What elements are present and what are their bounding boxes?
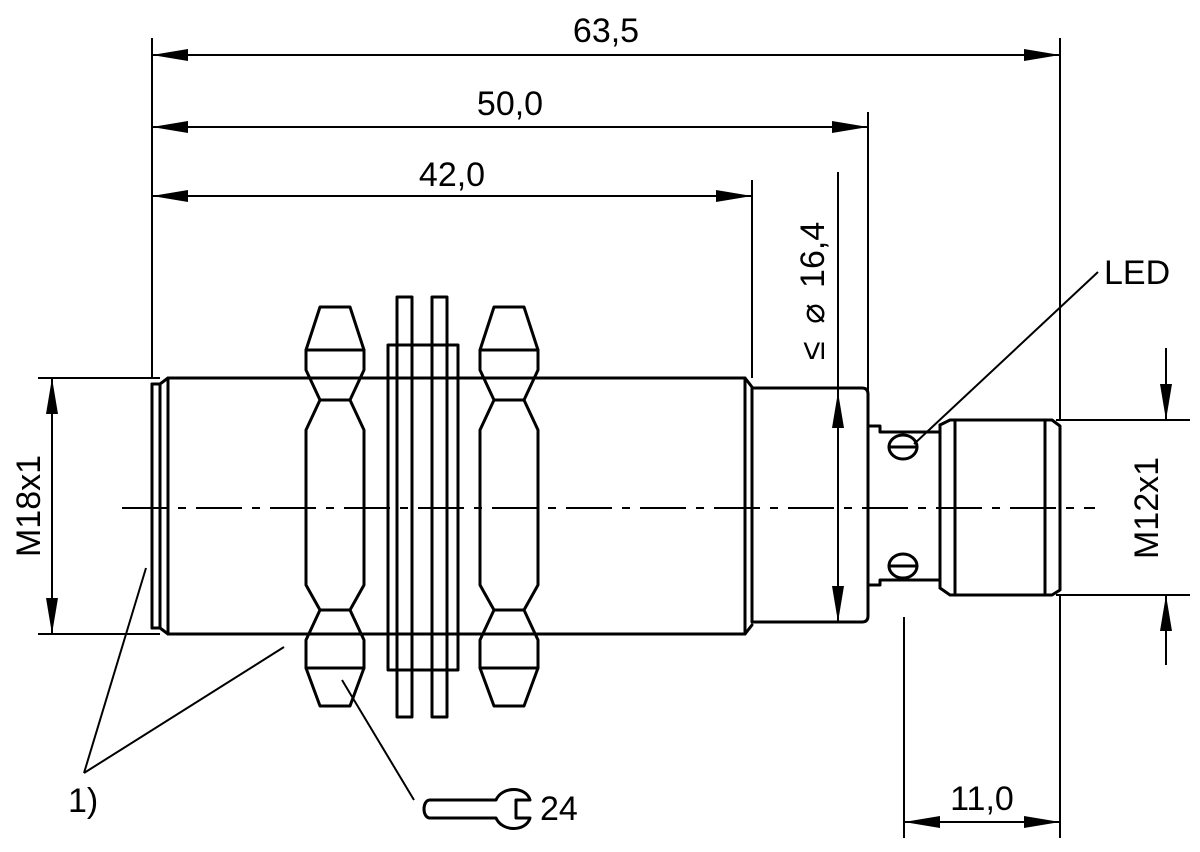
hex-nut-left — [304, 305, 366, 708]
diameter-label: 16,4 — [794, 222, 832, 288]
led-label: LED — [1104, 254, 1170, 292]
thread-length-label: 42,0 — [419, 156, 485, 194]
dimension-body-length: 50,0 — [152, 85, 868, 133]
extension-lines — [38, 38, 1190, 838]
connector-thread-label: M12x1 — [1128, 457, 1166, 559]
callout-wrench: 24 — [341, 679, 578, 830]
hex-nut-right — [478, 305, 540, 708]
dimension-diameter: ≤ ⌀ 16,4 — [794, 172, 844, 622]
diameter-prefix: ≤ — [794, 341, 832, 360]
wrench-icon — [422, 788, 532, 830]
callout-led: LED — [913, 254, 1170, 445]
main-thread-label: M18x1 — [10, 455, 48, 557]
overall-length-label: 63,5 — [573, 12, 639, 50]
dimension-thread-length: 42,0 — [152, 156, 752, 202]
body-length-label: 50,0 — [477, 85, 543, 123]
diameter-symbol-icon: ⌀ — [794, 303, 832, 323]
connector-length-label: 11,0 — [950, 780, 1014, 818]
dimension-connector-length: 11,0 — [904, 780, 1060, 828]
dimension-main-thread: M18x1 — [10, 378, 58, 634]
note-1-label: 1) — [68, 782, 98, 820]
callout-note-1: 1) — [68, 567, 285, 820]
wrench-size-label: 24 — [540, 790, 578, 828]
svg-text:≤ ⌀ 16,4: ≤ ⌀ 16,4 — [794, 222, 832, 360]
sensor-body — [150, 376, 1062, 636]
dimension-connector-thread: M12x1 — [1128, 348, 1172, 665]
dimension-overall-length: 63,5 — [152, 12, 1060, 61]
